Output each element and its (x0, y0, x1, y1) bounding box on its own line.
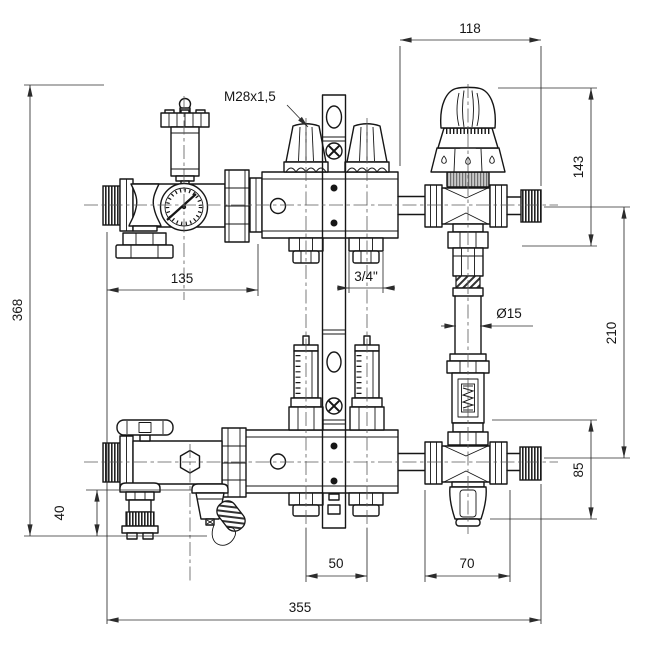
clamp-dot (330, 477, 338, 485)
centerlines (84, 84, 558, 584)
drain-valve (119, 482, 161, 540)
clamp-dot (330, 184, 338, 192)
return-outlet-2 (348, 492, 384, 517)
spring (461, 387, 475, 409)
left-male-thread-top (102, 185, 121, 226)
clamp-dot (330, 219, 338, 227)
male-thread-right-top (520, 189, 542, 223)
riser-pipe (446, 223, 490, 433)
droplet-icon (489, 155, 495, 164)
dim-pipe-dia: Ø15 (496, 306, 522, 321)
dim-three-quarter: 3/4" (354, 269, 378, 284)
bracket-hole-rect (327, 504, 341, 515)
left-male-thread-bottom (102, 442, 121, 483)
bottom-nut-small (122, 232, 167, 246)
thermostatic-head (430, 86, 506, 173)
union-left (424, 184, 443, 228)
sensor-port (269, 453, 287, 470)
bracket-slot-top (325, 105, 343, 129)
union-nut-top (224, 169, 250, 243)
dim-85: 85 (571, 462, 586, 477)
gauge-scale-ticks (165, 188, 203, 226)
dimensions: 368 135 118 143 210 85 40 50 (10, 21, 630, 624)
drain-hose-thread (125, 511, 155, 527)
return-manifold-body (242, 429, 399, 494)
dim-40: 40 (52, 505, 67, 520)
dim-135: 135 (171, 271, 194, 286)
head-dome (440, 86, 496, 129)
return-valve-assembly (397, 431, 542, 527)
valve-tee-body (441, 187, 491, 225)
dim-355: 355 (289, 600, 312, 615)
droplet-icon (441, 155, 447, 164)
dim-70: 70 (459, 556, 474, 571)
dim-210: 210 (604, 322, 619, 345)
thermostatic-valve-assembly (424, 86, 542, 433)
sensor-port (269, 197, 287, 215)
union-left (424, 441, 443, 485)
union-right (489, 441, 508, 485)
dim-118: 118 (459, 21, 481, 36)
bottom-nut-large (115, 244, 174, 259)
bracket-screw-top (325, 142, 343, 160)
male-thread-right-bottom (519, 446, 542, 481)
bracket-screw-mid (325, 397, 343, 415)
clamp-dot (330, 442, 338, 450)
return-manifold (102, 419, 399, 546)
vent-cylinder (170, 126, 200, 177)
cap-on-strap (216, 500, 246, 532)
ball-valve-handle (116, 419, 174, 436)
supply-side-assembly (102, 97, 250, 259)
fill-cock (191, 483, 246, 546)
bracket-slot-mid (326, 351, 342, 373)
dim-50: 50 (328, 556, 343, 571)
gauge-needle (166, 193, 197, 221)
mounting-bracket (321, 94, 347, 529)
label-thread-spec: M28x1,5 (224, 89, 276, 104)
union-right (489, 184, 508, 228)
supply-outlet-2 (348, 237, 384, 264)
valve-tee-body (441, 445, 491, 483)
left-valve-body-bottom (132, 440, 223, 485)
dim-368: 368 (10, 299, 25, 322)
bracket-hole-small (328, 493, 340, 501)
air-vent (160, 97, 210, 186)
dim-143: 143 (571, 156, 586, 179)
